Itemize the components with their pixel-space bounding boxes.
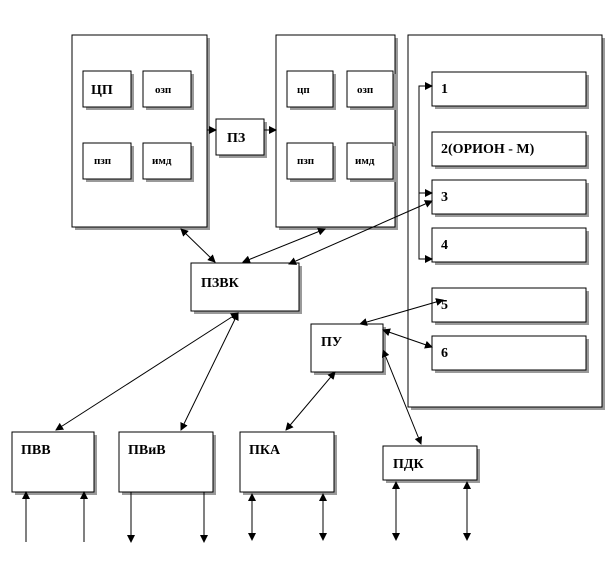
arrow-right-block-pzvk (242, 227, 326, 264)
pzvk-box: ПЗВК (190, 262, 302, 314)
right-imd-label: имд (355, 155, 375, 167)
pvivv-label: ПВиВ (128, 443, 166, 458)
right-pzp-label: пзп (297, 155, 315, 167)
device-4-box: 4 (431, 227, 589, 265)
device-1-label: 1 (441, 82, 448, 97)
right-computer-block: цп озп пзп имд (275, 34, 398, 230)
pvivv-box: ПВиВ (118, 431, 216, 495)
device-2-box: 2(ОРИОН - М) (431, 131, 589, 169)
pvv-label: ПВВ (21, 443, 51, 458)
device-3-box: 3 (431, 179, 589, 217)
left-cp-box: ЦП (82, 70, 134, 110)
pzvk-label: ПЗВК (201, 276, 240, 291)
left-pzp-box: пзп (82, 142, 134, 182)
pu-label: ПУ (321, 335, 342, 350)
pvv-box: ПВВ (11, 431, 97, 495)
device-3-label: 3 (441, 190, 448, 205)
arrow-pzvk-pvv (55, 312, 239, 431)
arrow-left-block-pzvk (180, 228, 216, 263)
device-1-box: 1 (431, 71, 589, 109)
pdk-label: ПДК (393, 457, 425, 472)
device-2-label: 2(ОРИОН - М) (441, 142, 535, 157)
left-ozp-box: озп (142, 70, 194, 110)
device-5-label: 5 (441, 298, 448, 313)
right-ozp-box: озп (346, 70, 396, 110)
device-5-box: 5 (431, 287, 589, 325)
right-cp-box: цп (286, 70, 336, 110)
pz-label: ПЗ (227, 131, 245, 146)
pka-label: ПКА (249, 443, 281, 458)
left-imd-label: имд (152, 155, 172, 167)
connectors (22, 82, 471, 543)
arrow-pu-pdk (381, 349, 423, 445)
left-imd-box: имд (142, 142, 194, 182)
pka-box: ПКА (239, 431, 337, 495)
right-imd-box: имд (346, 142, 396, 182)
right-cp-label: цп (297, 84, 310, 96)
device-4-label: 4 (441, 238, 448, 253)
device-6-box: 6 (431, 335, 589, 373)
arrow-pzvk-pvivv (180, 312, 239, 431)
left-computer-block: ЦП озп пзп имд (71, 34, 210, 230)
right-pzp-box: пзп (286, 142, 336, 182)
pu-box: ПУ (310, 323, 386, 375)
devices-panel: 1 2(ОРИОН - М) 3 4 5 6 (407, 34, 605, 410)
device-6-label: 6 (441, 346, 448, 361)
arrow-device3-pzvk (288, 200, 433, 265)
pdk-box: ПДК (382, 445, 480, 483)
left-pzp-label: пзп (94, 155, 112, 167)
left-ozp-label: озп (155, 84, 172, 96)
arrow-pu-device6 (382, 328, 433, 349)
left-cp-label: ЦП (91, 83, 113, 98)
right-ozp-label: озп (357, 84, 374, 96)
arrow-pu-pka (285, 371, 336, 431)
arrow-pu-device5 (359, 298, 444, 326)
pz-box: ПЗ (215, 118, 267, 158)
